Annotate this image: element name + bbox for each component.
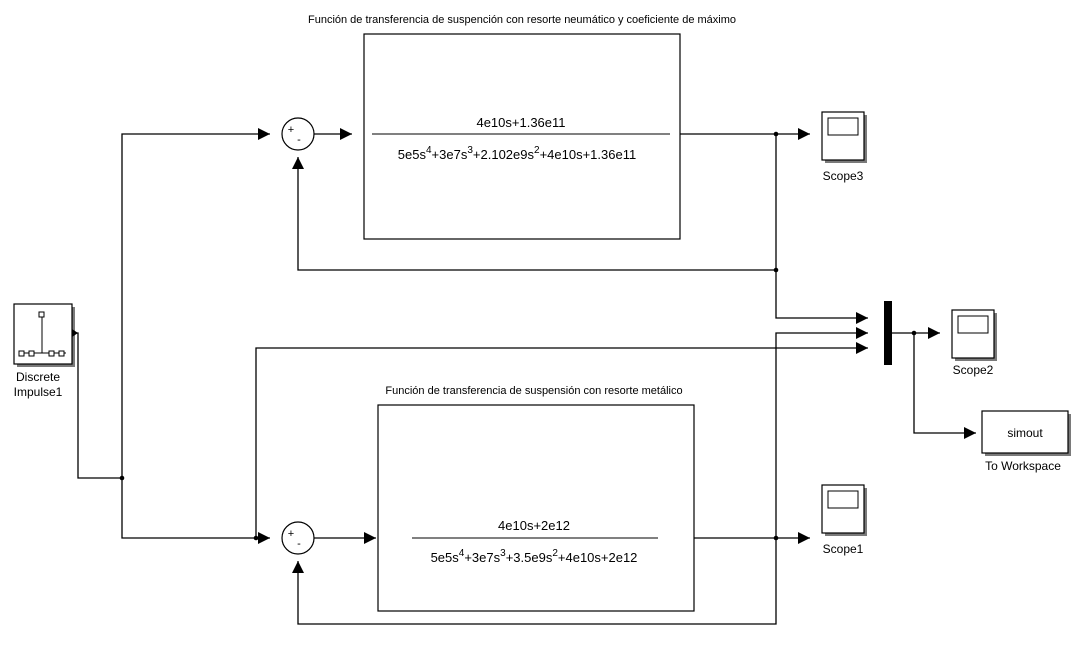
bottom-transfer-function-block[interactable]: 4e10s+2e12 5e5s4+3e7s3+3.5e9s2+4e10s+2e1… — [377, 404, 695, 612]
junction-dot — [911, 330, 917, 336]
bottom-output-to-mux[interactable] — [775, 327, 868, 538]
scope3-block[interactable] — [821, 111, 867, 163]
sum-minus-sign: - — [297, 538, 301, 550]
scope1-label: Scope1 — [823, 542, 864, 556]
bottom-system-title: Función de transferencia de suspensión c… — [385, 385, 682, 397]
junction-dot — [773, 131, 779, 137]
input-to-top-sum[interactable] — [121, 128, 270, 478]
scope3-label: Scope3 — [823, 169, 864, 183]
bottom-tf-denominator: 5e5s4+3e7s3+3.5e9s2+4e10s+2e12 — [431, 548, 638, 565]
scope2-block[interactable] — [951, 309, 997, 361]
to-workspace-block[interactable]: simout — [981, 410, 1071, 456]
bottom-feedback-line[interactable] — [292, 538, 777, 625]
mux-to-workspace[interactable] — [913, 333, 976, 439]
input-to-bottom-sum[interactable] — [121, 478, 270, 544]
junction-dot — [773, 267, 779, 273]
to-workspace-label: To Workspace — [985, 459, 1061, 473]
top-transfer-function-block[interactable]: 4e10s+1.36e11 5e5s4+3e7s3+2.102e9s2+4e10… — [363, 33, 681, 240]
scope-screen-icon — [827, 490, 859, 509]
scope-screen-icon — [957, 315, 989, 334]
top-feedback-line[interactable] — [292, 157, 776, 271]
input-to-mux[interactable] — [255, 342, 868, 538]
sum-minus-sign: - — [297, 134, 301, 146]
top-output-to-mux[interactable] — [775, 134, 868, 324]
impulse-output-line[interactable] — [72, 332, 122, 479]
top-sum-block[interactable]: + - — [281, 117, 315, 151]
junction-dot — [253, 535, 259, 541]
impulse-label-line1: Discrete — [16, 370, 60, 384]
scope2-label: Scope2 — [953, 363, 994, 377]
impulse-label-line2: Impulse1 — [14, 385, 63, 399]
scope-screen-icon — [827, 117, 859, 136]
workspace-variable-name: simout — [1007, 426, 1043, 440]
top-tf-numerator: 4e10s+1.36e11 — [476, 115, 565, 130]
top-system-title: Función de transferencia de suspención c… — [308, 14, 736, 26]
junction-dots — [119, 131, 917, 541]
bottom-tf-numerator: 4e10s+2e12 — [498, 518, 570, 533]
scope1-block[interactable] — [821, 484, 867, 536]
discrete-impulse-block[interactable] — [13, 303, 78, 367]
top-tf-denominator: 5e5s4+3e7s3+2.102e9s2+4e10s+1.36e11 — [398, 145, 636, 162]
impulse-icon — [18, 311, 66, 357]
bottom-sum-block[interactable]: + - — [281, 521, 315, 555]
sum-plus-sign: + — [288, 528, 294, 540]
junction-dot — [119, 475, 125, 481]
junction-dot — [773, 535, 779, 541]
mux-block[interactable] — [884, 301, 892, 365]
sum-plus-sign: + — [288, 124, 294, 136]
